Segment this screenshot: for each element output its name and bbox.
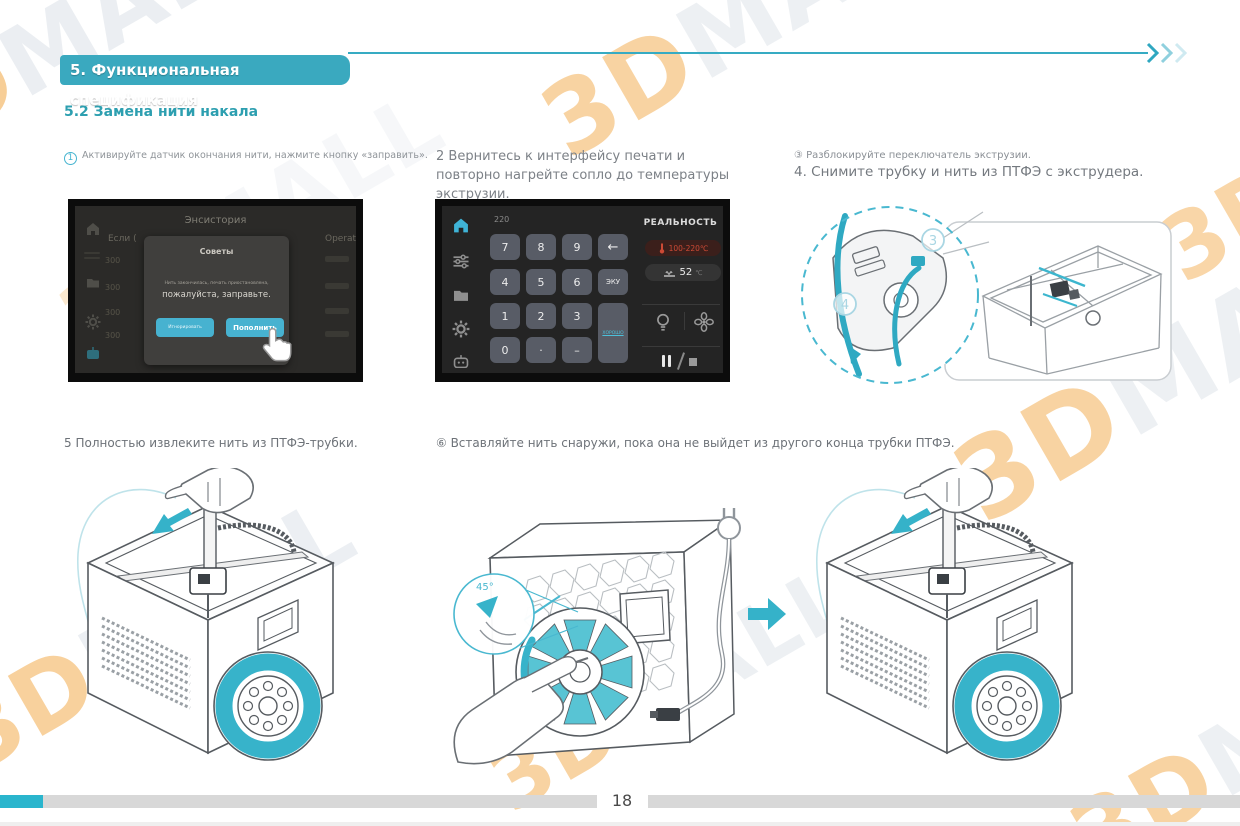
- table-cell-dim: [325, 308, 349, 314]
- figure-insert-filament: 45°: [453, 508, 786, 765]
- screenshot-filament-dialog: Энсистория Если ( Operate 300 300 300 30…: [68, 199, 363, 382]
- key-7[interactable]: 7: [490, 234, 520, 260]
- section-title: 5. Функциональная спецификация: [70, 61, 240, 109]
- figure-filament-inserted: [792, 468, 1102, 768]
- step5-caption: 5 Полностью извлеките нить из ПТФЭ-трубк…: [64, 436, 358, 450]
- angle-label: 45°: [476, 582, 494, 593]
- key-5[interactable]: 5: [526, 269, 556, 295]
- footer-bar-right: [648, 795, 1240, 808]
- arrow-right-icon: [748, 598, 786, 630]
- folder-icon[interactable]: [452, 288, 470, 302]
- printer-icon[interactable]: [85, 346, 101, 360]
- sliders-icon[interactable]: [452, 254, 470, 269]
- heated-bed-icon: [664, 271, 676, 277]
- key-4[interactable]: 4: [490, 269, 520, 295]
- pause-icon: [662, 355, 665, 367]
- step6-caption: ⑥ Вставляйте нить снаружи, пока она не в…: [436, 436, 955, 450]
- key-8[interactable]: 8: [526, 234, 556, 260]
- hand-cursor-icon: [262, 328, 292, 362]
- step2-caption: 2 Вернитесь к интерфейсу печати и повтор…: [436, 149, 730, 202]
- nozzle-temp-pill: 100-220℃: [645, 240, 721, 256]
- screen1-title: Энсистория: [184, 215, 247, 226]
- home-icon[interactable]: [452, 218, 470, 233]
- screenshot-keypad: 220 7 8 9 ← 4 5 6 ЭКУ 1 2 3 ХОРОШО 0 · –…: [435, 199, 730, 382]
- badge-step4: 4: [841, 298, 849, 313]
- table-header-left: Если (: [108, 234, 137, 244]
- home-icon[interactable]: [85, 222, 101, 236]
- stop-icon: [689, 358, 697, 366]
- dialog-message: пожалуйста, заправьте.: [162, 290, 271, 300]
- table-cell-dim: [325, 256, 349, 262]
- fan-icon[interactable]: [694, 312, 714, 332]
- sidebar-text-line: [84, 257, 100, 259]
- key-backspace[interactable]: ←: [598, 234, 628, 260]
- key-minus[interactable]: –: [562, 337, 592, 363]
- dialog-title: Советы: [199, 247, 234, 256]
- table-row: 300: [105, 331, 121, 340]
- thermometer-icon: [659, 243, 664, 254]
- table-header-right: Operate: [325, 234, 356, 244]
- table-row: 300: [105, 283, 121, 292]
- dialog-message-small: Нить закончилась, печать приостановлена,: [164, 281, 269, 286]
- slash-divider: [676, 352, 685, 370]
- subsection-title: 5.2 Замена нити накала: [64, 104, 259, 120]
- bed-temp-value: 52: [679, 267, 693, 278]
- pause-icon: [668, 355, 671, 367]
- table-cell-dim: [325, 331, 349, 337]
- key-ok[interactable]: ХОРОШО: [598, 303, 628, 363]
- key-dot[interactable]: ·: [526, 337, 556, 363]
- chevrons-icon: [1146, 42, 1188, 64]
- figure-pull-filament: [58, 468, 358, 768]
- icon-divider: [684, 312, 685, 330]
- step1-caption: 1 Активируйте датчик окончания нити, нажм…: [64, 150, 428, 165]
- key-9[interactable]: 9: [562, 234, 592, 260]
- key-0[interactable]: 0: [490, 337, 520, 363]
- step1-text: Активируйте датчик окончания нити, нажми…: [82, 150, 428, 161]
- bed-temp-unit: ℃: [695, 268, 703, 277]
- key-esc[interactable]: ЭКУ: [598, 269, 628, 295]
- key-3[interactable]: 3: [562, 303, 592, 329]
- key-1[interactable]: 1: [490, 303, 520, 329]
- gear-icon[interactable]: [85, 314, 101, 330]
- panel-divider: [642, 304, 720, 305]
- table-row: 300: [105, 308, 121, 317]
- ignore-button[interactable]: Игнорировать: [156, 318, 214, 337]
- figure-extruder-closeup: 3 4: [801, 206, 1172, 384]
- temperature-input-value: 220: [494, 215, 510, 224]
- step4-caption: 4. Снимите трубку и нить из ПТФЭ с экстр…: [794, 164, 1144, 180]
- sidebar-text-line: [84, 252, 100, 254]
- nozzle-temp-range: 100-220℃: [668, 243, 709, 253]
- folder-icon[interactable]: [85, 276, 101, 289]
- screen1: Энсистория Если ( Operate 300 300 300 30…: [75, 206, 356, 373]
- section-title-band: 5. Функциональная спецификация: [60, 55, 350, 109]
- page-bottom-edge: [0, 822, 1240, 826]
- panel-divider: [642, 346, 720, 347]
- header-rule-line: [348, 52, 1148, 54]
- table-cell-dim: [325, 283, 349, 289]
- key-6[interactable]: 6: [562, 269, 592, 295]
- step3-caption: ③ Разблокируйте переключатель экструзии.: [794, 150, 1031, 161]
- robot-icon[interactable]: [452, 354, 470, 368]
- page-number: 18: [611, 791, 633, 810]
- gear-icon[interactable]: [452, 320, 470, 338]
- footer-bar-left: [43, 795, 597, 808]
- tips-dialog: Советы Нить закончилась, печать приостан…: [144, 236, 292, 365]
- step1-number-badge: 1: [64, 152, 77, 165]
- screen2: 220 7 8 9 ← 4 5 6 ЭКУ 1 2 3 ХОРОШО 0 · –…: [442, 206, 723, 373]
- pause-stop-button[interactable]: [658, 352, 706, 370]
- footer-accent-bar: [0, 795, 43, 808]
- key-2[interactable]: 2: [526, 303, 556, 329]
- bed-temp-pill: 52 ℃: [645, 264, 721, 281]
- status-panel-title: РЕАЛЬНОСТЬ: [643, 218, 718, 228]
- badge-step3: 3: [929, 234, 937, 249]
- table-row: 300: [105, 256, 121, 265]
- lamp-icon[interactable]: [654, 312, 672, 332]
